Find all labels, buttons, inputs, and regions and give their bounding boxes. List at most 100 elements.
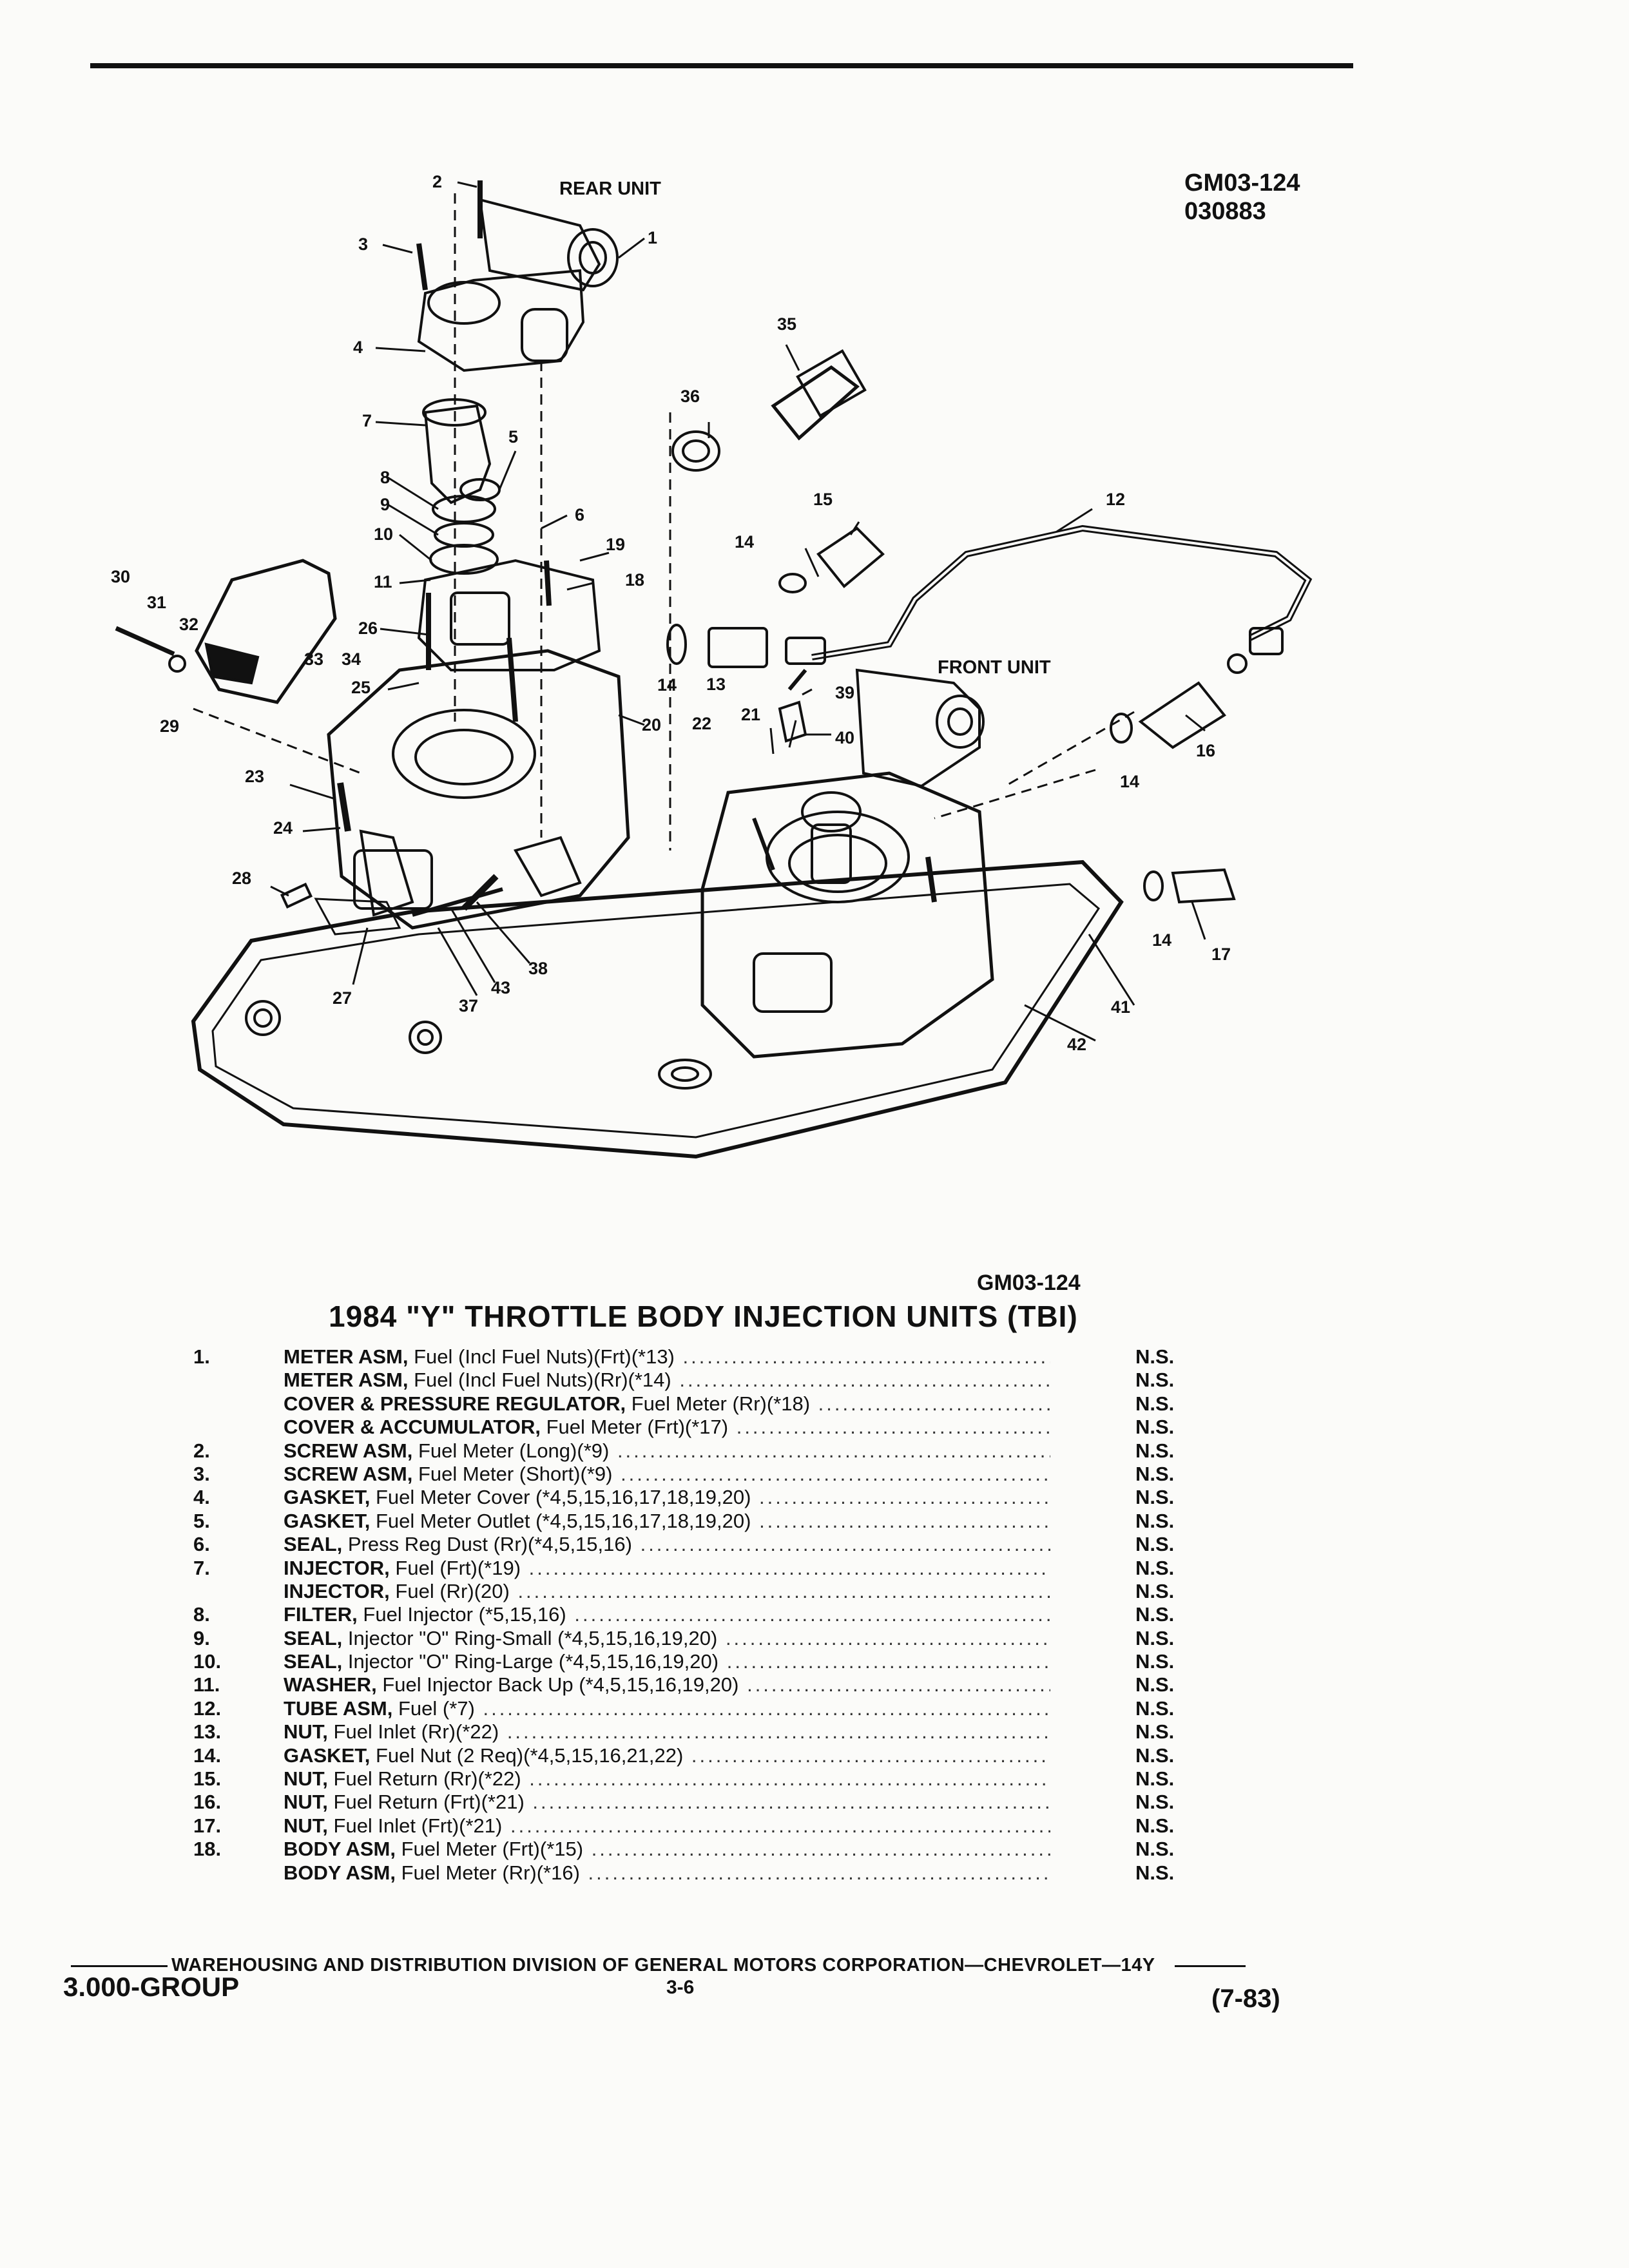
item-name: SCREW ASM, (284, 1462, 413, 1485)
parts-list-row: 2.SCREW ASM, Fuel Meter (Long)(*9) .....… (0, 1439, 1629, 1463)
item-status: N.S. (1135, 1650, 1175, 1673)
parts-list-row: 18.BODY ASM, Fuel Meter (Frt)(*15) .....… (0, 1838, 1629, 1861)
item-status: N.S. (1135, 1556, 1175, 1579)
item-description: NUT, Fuel Return (Rr)(*22) .............… (284, 1767, 1050, 1791)
top-rule (90, 63, 1353, 68)
item-number: 17. (193, 1814, 222, 1837)
item-status: N.S. (1135, 1720, 1175, 1744)
item-name: BODY ASM, (284, 1861, 396, 1884)
callout-42: 42 (1067, 1035, 1087, 1054)
item-status: N.S. (1135, 1603, 1175, 1626)
footer-group: 3.000-GROUP (63, 1972, 240, 2002)
footer-division: WAREHOUSING AND DISTRIBUTION DIVISION OF… (71, 1955, 1246, 1976)
figure-reference: GM03-124 (977, 1271, 1081, 1295)
item-status: N.S. (1135, 1533, 1175, 1556)
item-status: N.S. (1135, 1838, 1175, 1861)
item-description: NUT, Fuel Inlet (Rr)(*22) ..............… (284, 1720, 1050, 1744)
callout-14-a: 14 (735, 532, 755, 552)
item-number: 15. (193, 1767, 222, 1791)
callout-33: 33 (304, 649, 324, 669)
item-detail: Fuel Return (Frt)(*21) (333, 1791, 525, 1814)
parts-list-row: 3. SCREW ASM, Fuel Meter (Short)(*9) ....… (0, 1463, 1629, 1486)
callout-16: 16 (1196, 741, 1216, 760)
item-description: BODY ASM, Fuel Meter (Rr)(*16) .........… (284, 1861, 1050, 1885)
item-number: 5. (193, 1509, 210, 1532)
rear-meter-cover (417, 269, 585, 372)
item-detail: Fuel (*7) (398, 1696, 475, 1720)
callout-29: 29 (160, 716, 180, 736)
item-number: 4. (193, 1486, 210, 1509)
parts-list-row: 13. NUT, Fuel Inlet (Rr)(*22) ...........… (0, 1720, 1629, 1744)
parts-list-row: 17.NUT, Fuel Inlet (Frt)(*21) ..........… (0, 1814, 1629, 1838)
item-description: INJECTOR, Fuel (Rr)(20) ................… (284, 1580, 1050, 1603)
item-status: N.S. (1135, 1791, 1175, 1814)
item-status: N.S. (1135, 1462, 1175, 1485)
parts-list-row: 16.NUT, Fuel Return (Frt)(*21) .........… (0, 1791, 1629, 1814)
parts-list-row: 8.FILTER, Fuel Injector (*5,15,16) .....… (0, 1603, 1629, 1626)
item-name: NUT, (284, 1767, 328, 1791)
callout-9: 9 (380, 495, 390, 514)
item-status: N.S. (1135, 1579, 1175, 1602)
item-name: SEAL, (284, 1650, 343, 1673)
throttle-position-sensor (195, 559, 337, 704)
callout-11: 11 (374, 572, 392, 591)
callout-31: 31 (147, 593, 167, 612)
parts-list-row: BODY ASM, Fuel Meter (Rr)(*16) .........… (0, 1861, 1629, 1885)
figure-code: GM03-124 (1184, 169, 1300, 197)
item-name: METER ASM, (284, 1345, 409, 1368)
item-name: SEAL, (284, 1626, 343, 1649)
rear-throttle-body (327, 649, 630, 930)
item-description: SCREW ASM, Fuel Meter (Short)(*9) ......… (284, 1463, 1050, 1486)
item-number: 13. (193, 1720, 222, 1744)
item-number: 14. (193, 1744, 222, 1767)
callout-36: 36 (680, 387, 700, 406)
item-status: N.S. (1135, 1673, 1175, 1696)
parts-list-row: 5.GASKET, Fuel Meter Outlet (*4,5,15,16,… (0, 1510, 1629, 1533)
item-detail: Fuel Injector Back Up (*4,5,15,16,19,20) (382, 1673, 739, 1696)
item-number: 1. (193, 1345, 210, 1368)
leader-dots: ........................................… (591, 1838, 1050, 1861)
item-description: BODY ASM, Fuel Meter (Frt)(*15) ........… (284, 1838, 1050, 1861)
item-description: SCREW ASM, Fuel Meter (Long)(*9) .......… (284, 1439, 1050, 1463)
leader-dots: ........................................… (736, 1416, 1050, 1439)
footer-revision: (7-83) (1211, 1984, 1280, 2013)
leader-dots: ........................................… (510, 1814, 1050, 1837)
item-description: COVER & ACCUMULATOR, Fuel Meter (Frt)(*1… (284, 1416, 1050, 1439)
callout-5: 5 (508, 427, 519, 447)
item-detail: Fuel Meter (Rr)(*16) (401, 1861, 580, 1884)
item-name: SEAL, (284, 1533, 343, 1556)
rear-unit-label: REAR UNIT (559, 178, 661, 199)
leader-dots: ........................................… (682, 1345, 1051, 1368)
item-description: METER ASM, Fuel (Incl Fuel Nuts)(Rr)(*14… (284, 1369, 1050, 1392)
parts-list-row: 15. NUT, Fuel Return (Rr)(*22) ..........… (0, 1767, 1629, 1791)
exploded-parts-diagram (115, 180, 1313, 1159)
item-number: 3. (193, 1462, 210, 1485)
leader-dots: ........................................… (621, 1462, 1050, 1485)
callout-3: 3 (358, 235, 369, 254)
item-description: NUT, Fuel Return (Frt)(*21) ............… (284, 1791, 1050, 1814)
callout-28: 28 (232, 869, 252, 888)
callout-14-b: 14 (657, 675, 677, 695)
item-number: 7. (193, 1556, 210, 1579)
callout-17: 17 (1211, 945, 1231, 964)
callout-10: 10 (374, 524, 394, 544)
item-status: N.S. (1135, 1814, 1175, 1837)
item-name: COVER & ACCUMULATOR, (284, 1416, 541, 1439)
item-status: N.S. (1135, 1767, 1175, 1791)
callout-6: 6 (575, 505, 585, 524)
parts-list-title: 1984 "Y" THROTTLE BODY INJECTION UNITS (… (329, 1300, 1078, 1333)
callout-4: 4 (353, 338, 363, 357)
item-detail: Fuel Meter (Frt)(*17) (546, 1416, 729, 1439)
leader-dots: ........................................… (588, 1861, 1050, 1884)
callout-37: 37 (459, 996, 479, 1015)
leader-dots: ........................................… (726, 1650, 1050, 1673)
callout-18: 18 (625, 570, 645, 590)
callout-38: 38 (528, 959, 548, 978)
item-description: INJECTOR, Fuel (Frt)(*19) ..............… (284, 1557, 1050, 1580)
item-name: GASKET, (284, 1486, 371, 1509)
callout-27: 27 (333, 988, 352, 1008)
item-description: METER ASM, Fuel (Incl Fuel Nuts)(Frt)(*1… (284, 1345, 1050, 1369)
item-status: N.S. (1135, 1416, 1175, 1439)
callout-23: 23 (245, 767, 265, 786)
parts-list-row: 4.GASKET, Fuel Meter Cover (*4,5,15,16,1… (0, 1486, 1629, 1509)
